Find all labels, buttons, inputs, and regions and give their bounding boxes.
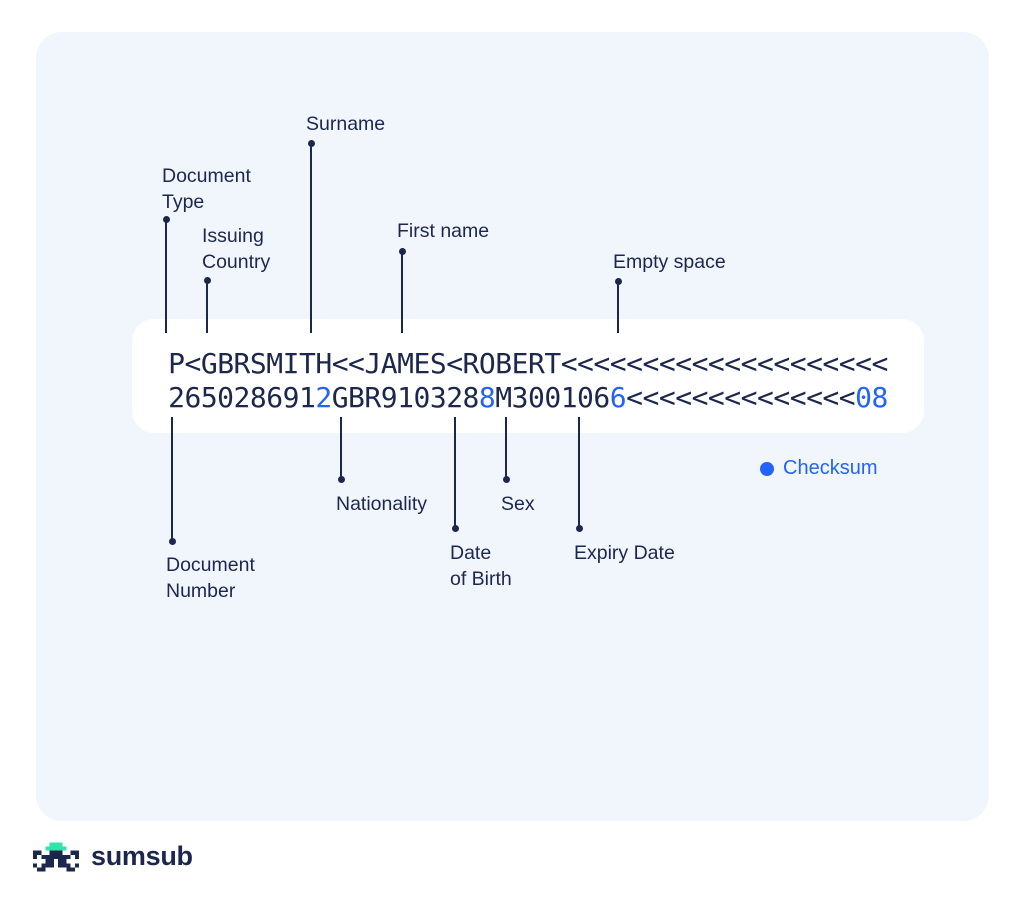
- checksum-legend: Checksum: [760, 457, 877, 480]
- callout-line: [206, 280, 208, 333]
- checksum-legend-label: Checksum: [783, 457, 878, 479]
- callout-dot-icon: [576, 525, 583, 532]
- callout-first-name-label: First name: [397, 220, 490, 242]
- mrz-checksum-digit: 8: [478, 381, 496, 414]
- callout-line: [165, 219, 167, 333]
- sumsub-logo-text: sumsub: [91, 841, 193, 871]
- callout-line: [340, 417, 342, 479]
- callout-expiry-date-label: Expiry Date: [574, 542, 675, 564]
- callout-line: [505, 417, 507, 479]
- callout-dot-icon: [169, 538, 176, 545]
- callout-dot-icon: [503, 476, 510, 483]
- mrz-line-1: P<GBRSMITH<<JAMES<ROBERT<<<<<<<<<<<<<<<<…: [132, 347, 924, 381]
- callout-line: [578, 417, 580, 528]
- callout-document-type-label: Document Type: [162, 165, 251, 213]
- callout-date-of-birth-label: Date of Birth: [450, 542, 512, 590]
- sumsub-logo-icon: [33, 841, 79, 872]
- callout-document-number-label: Document Number: [166, 554, 255, 602]
- callout-line: [310, 143, 312, 333]
- mrz-document-number: 265028691: [168, 381, 316, 414]
- callout-line: [171, 417, 173, 541]
- mrz-text: P<GBRSMITH<<JAMES<ROBERT<<<<<<<<<<<<<<<<…: [132, 347, 924, 415]
- callout-issuing-country-label: Issuing Country: [202, 225, 271, 273]
- callout-sex-label: Sex: [501, 493, 535, 515]
- mrz-checksum-digit: 2: [315, 381, 332, 414]
- mrz-nationality-dob: GBR910328: [331, 381, 480, 414]
- sumsub-logo: sumsub: [33, 841, 193, 872]
- callout-dot-icon: [338, 476, 345, 483]
- checksum-dot-icon: [760, 461, 774, 476]
- callout-line: [617, 281, 619, 333]
- callout-surname-label: Surname: [306, 113, 386, 135]
- callout-empty-space-label: Empty space: [613, 251, 726, 273]
- mrz-line1-data: P<GBRSMITH<<JAMES<ROBERT<<<<<<<<<<<<<<<<…: [168, 347, 888, 380]
- callout-dot-icon: [452, 525, 459, 532]
- mrz-sex-expiry: M300106: [495, 381, 610, 414]
- callout-line: [454, 417, 456, 528]
- callout-nationality-label: Nationality: [336, 493, 428, 515]
- mrz-box: P<GBRSMITH<<JAMES<ROBERT<<<<<<<<<<<<<<<<…: [132, 319, 924, 433]
- mrz-checksum-digit: 6: [609, 381, 627, 414]
- mrz-line-2: 2650286912GBR9103288M3001066<<<<<<<<<<<<…: [132, 381, 924, 415]
- mrz-final-checksums: 08: [855, 381, 888, 414]
- mrz-filler: <<<<<<<<<<<<<<: [626, 381, 856, 414]
- callout-line: [401, 251, 403, 333]
